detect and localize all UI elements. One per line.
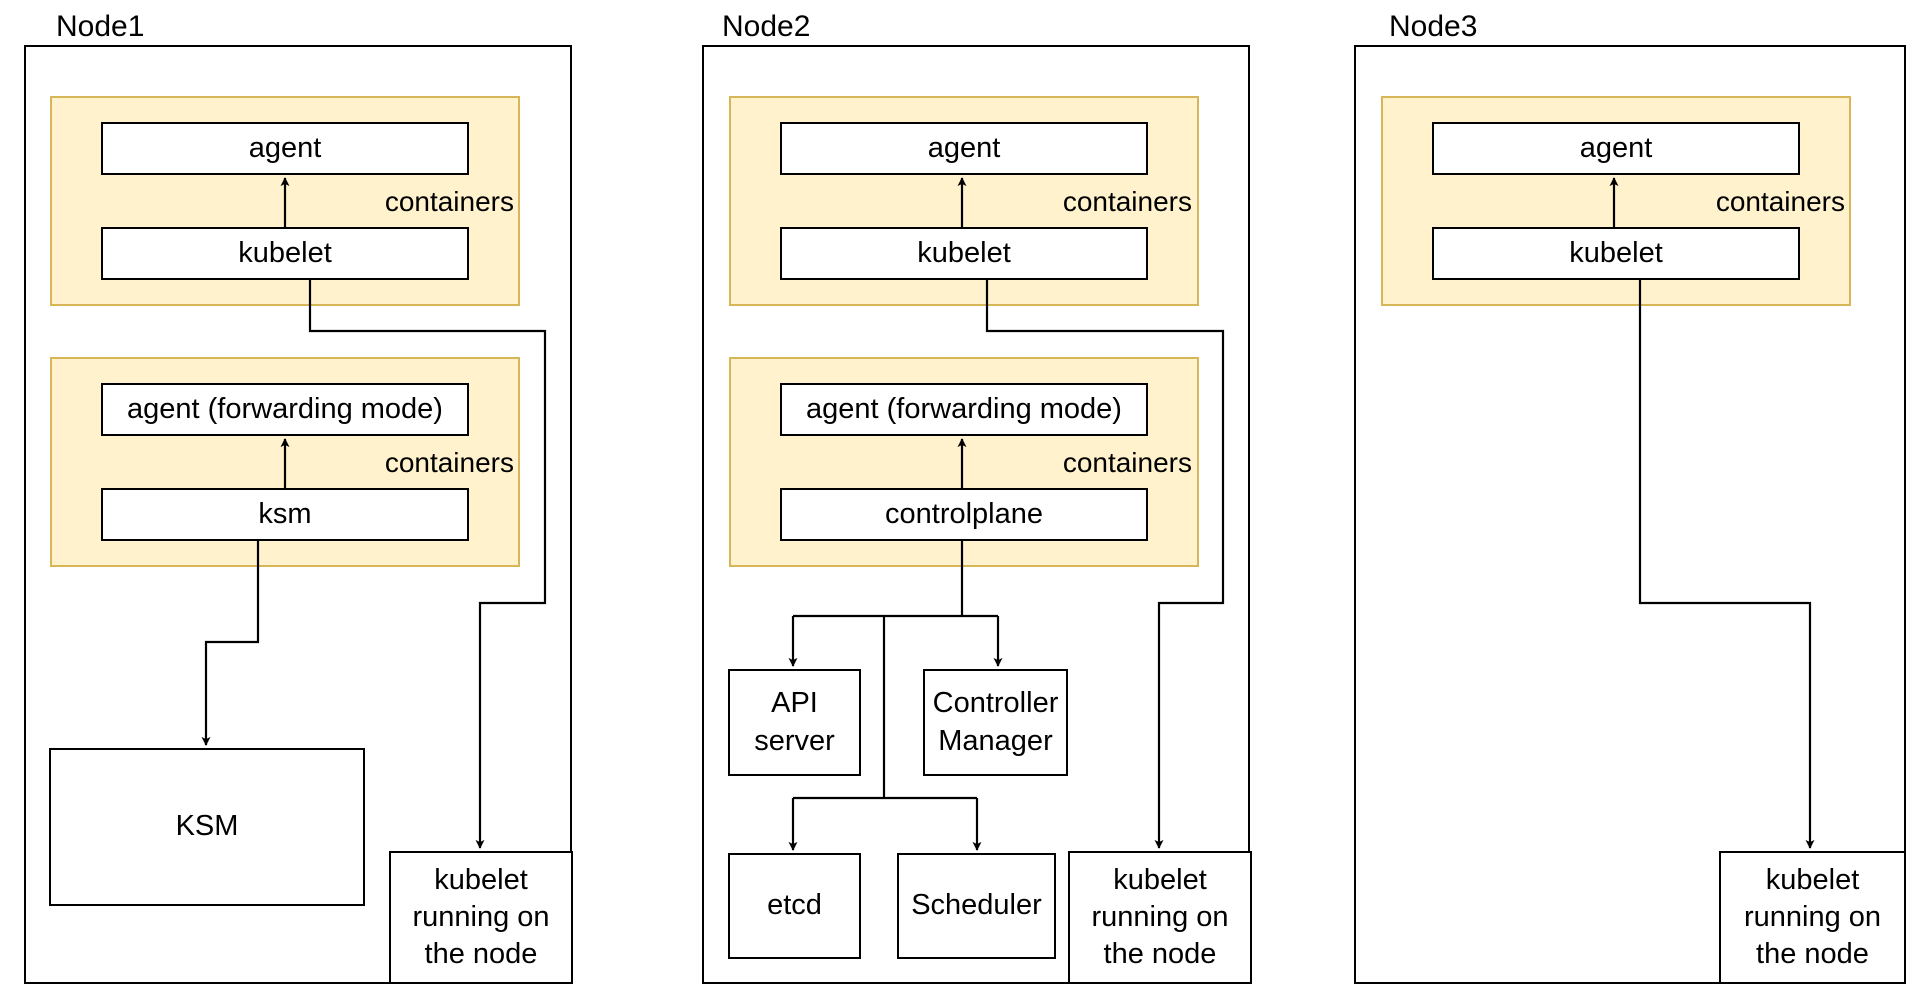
node1-title: Node1 bbox=[56, 10, 145, 43]
node1-kubelet-node-box: kubelet running on the node bbox=[389, 851, 573, 984]
node2-containers-label-2: containers bbox=[1062, 447, 1192, 478]
node1-containers-label-1: containers bbox=[384, 186, 514, 217]
node1-ksm-box: ksm bbox=[101, 488, 469, 541]
node1-ksm-service-box: KSM bbox=[49, 748, 365, 906]
node3-kubelet-node-box: kubelet running on the node bbox=[1719, 851, 1906, 984]
node1-agent-box: agent bbox=[101, 122, 469, 175]
node2-agent-forwarding-box: agent (forwarding mode) bbox=[780, 383, 1148, 436]
node2-container bbox=[702, 45, 1250, 984]
node3-agent-box: agent bbox=[1432, 122, 1800, 175]
node3-containers-label-1: containers bbox=[1715, 186, 1845, 217]
node1-container bbox=[24, 45, 572, 984]
node2-agent-box: agent bbox=[780, 122, 1148, 175]
node2-controller-manager-box: Controller Manager bbox=[923, 669, 1068, 776]
node2-controlplane-box: controlplane bbox=[780, 488, 1148, 541]
node1-containers-label-2: containers bbox=[384, 447, 514, 478]
node3-container bbox=[1354, 45, 1906, 984]
node2-containers-label-1: containers bbox=[1062, 186, 1192, 217]
node2-kubelet-box: kubelet bbox=[780, 227, 1148, 280]
node2-scheduler-box: Scheduler bbox=[897, 853, 1056, 959]
node2-api-server-box: API server bbox=[728, 669, 861, 776]
node2-title: Node2 bbox=[722, 10, 811, 43]
node2-kubelet-node-box: kubelet running on the node bbox=[1068, 851, 1252, 984]
node1-kubelet-box: kubelet bbox=[101, 227, 469, 280]
node3-kubelet-box: kubelet bbox=[1432, 227, 1800, 280]
node1-agent-forwarding-box: agent (forwarding mode) bbox=[101, 383, 469, 436]
node2-etcd-box: etcd bbox=[728, 853, 861, 959]
node3-title: Node3 bbox=[1389, 10, 1478, 43]
